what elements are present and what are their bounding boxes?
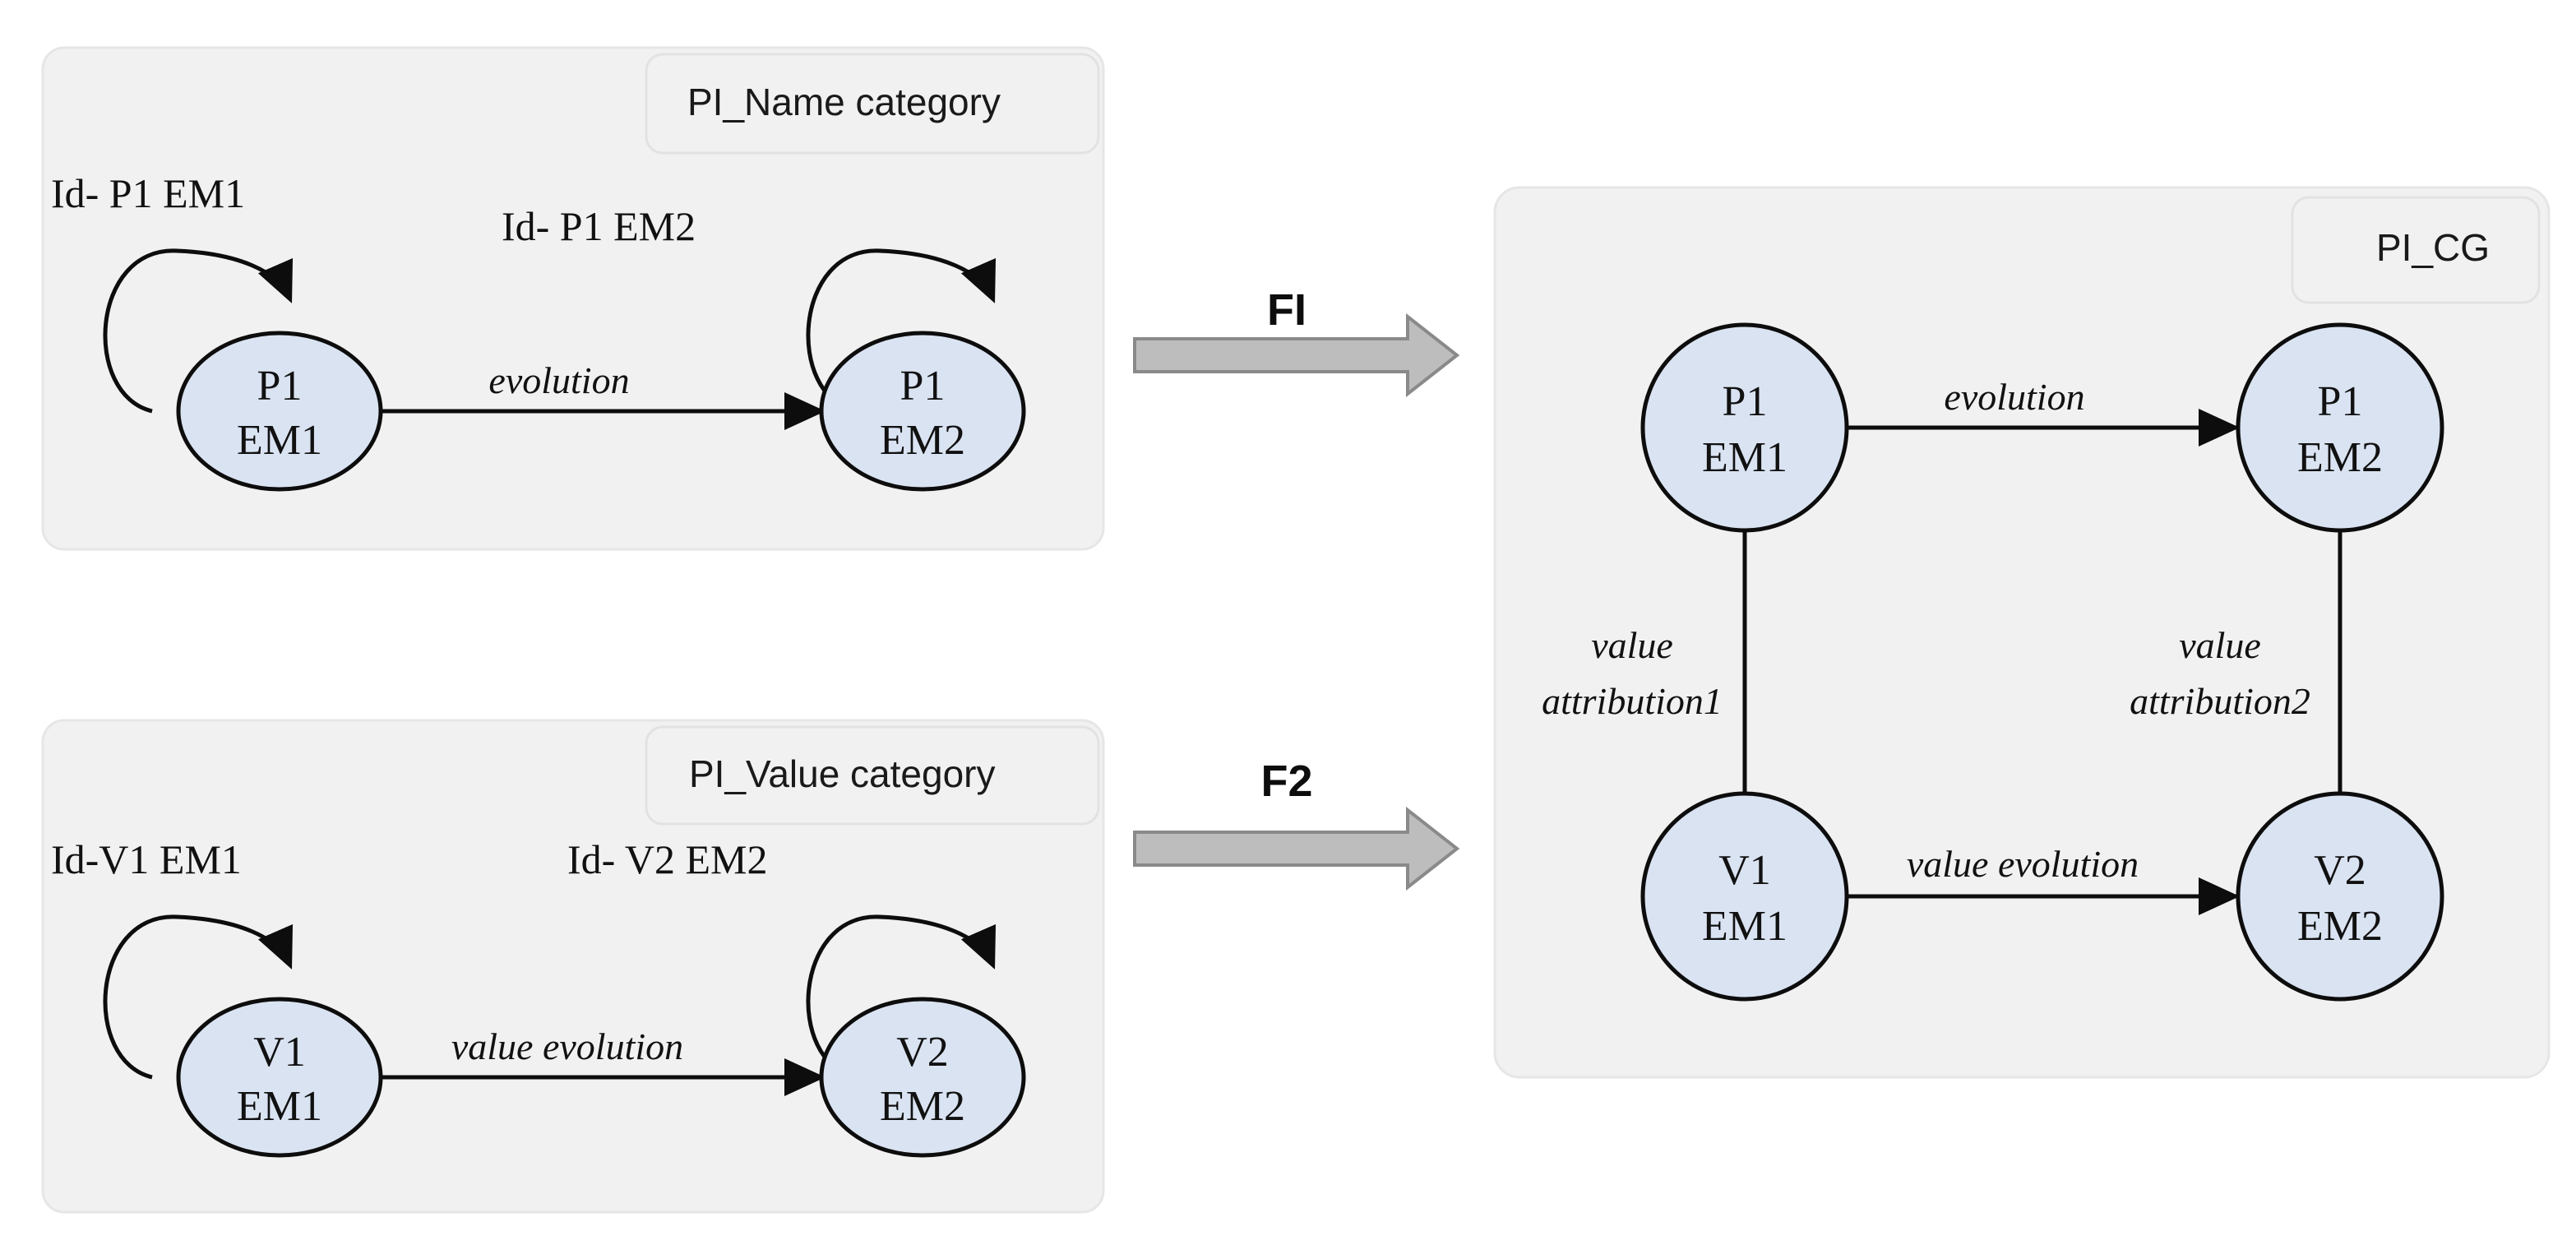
panel-name-category: PI_Name category Id- P1 EM1 Id- P1 EM2 e… <box>41 46 1105 551</box>
node-v1-em1-shape[interactable] <box>176 997 383 1158</box>
node-cg-v2-em2-shape[interactable] <box>2236 791 2444 1002</box>
edge-label-cg-value-attribution2-line1: value <box>2179 624 2261 666</box>
panel-cg-tag: PI_CG <box>2291 196 2541 304</box>
node-cg-v1-em1-line2: EM1 <box>1702 903 1787 950</box>
node-cg-p1-em2-line2: EM2 <box>2297 434 2383 481</box>
panel-value-category-tag-label: PI_Value category <box>689 752 996 795</box>
node-v2-em2[interactable]: V2 EM2 <box>819 997 1026 1158</box>
node-p1-em1[interactable]: P1 EM1 <box>176 331 383 492</box>
self-loop-v1-em1 <box>103 914 293 1080</box>
node-p1-em2[interactable]: P1 EM2 <box>819 331 1026 492</box>
panel-name-category-tag-background <box>645 53 1100 155</box>
loop-label-id-p1-em2: Id- P1 EM2 <box>502 203 696 249</box>
node-v1-em1-line1: V1 <box>253 1029 306 1076</box>
edge-label-evolution: evolution <box>488 359 629 401</box>
node-cg-p1-em2-shape[interactable] <box>2236 322 2444 533</box>
node-cg-v2-em2[interactable]: V2 EM2 <box>2236 791 2444 1002</box>
loop-label-id-p1-em1: Id- P1 EM1 <box>51 170 245 216</box>
node-cg-v1-em1-shape[interactable] <box>1640 791 1849 1002</box>
edge-label-cg-value-attribution2-line2: attribution2 <box>2130 680 2310 722</box>
functor-f1-arrow-icon <box>1133 312 1460 398</box>
node-p1-em1-line1: P1 <box>257 363 303 410</box>
edge-label-cg-value-evolution: value evolution <box>1907 843 2139 885</box>
functor-f1-label: FI <box>1267 285 1306 335</box>
panel-cg-tag-label: PI_CG <box>2376 226 2490 269</box>
node-cg-p1-em1[interactable]: P1 EM1 <box>1640 322 1849 533</box>
edge-label-cg-value-attribution1-line2: attribution1 <box>1542 680 1723 722</box>
functor-f2: F2 <box>1133 757 1460 891</box>
panel-name-category-tag-label: PI_Name category <box>687 81 1001 123</box>
functor-f2-arrow-icon <box>1133 806 1460 891</box>
node-p1-em2-shape[interactable] <box>819 331 1026 492</box>
node-p1-em2-line2: EM2 <box>880 417 965 464</box>
node-cg-p1-em1-shape[interactable] <box>1640 322 1849 533</box>
self-loop-p1-em1 <box>103 248 293 414</box>
self-loop-p1-em2 <box>806 248 996 414</box>
panel-cg: PI_CG evolution value attribution1 value… <box>1493 186 2551 1079</box>
node-cg-v1-em1-line1: V1 <box>1718 847 1771 894</box>
node-v1-em1[interactable]: V1 EM1 <box>176 997 383 1158</box>
panel-value-category-tag: PI_Value category <box>645 725 1100 826</box>
functor-f2-label: F2 <box>1260 757 1312 806</box>
self-loop-v2-em2 <box>806 914 996 1080</box>
node-p1-em2-line1: P1 <box>900 363 946 410</box>
panel-value-category: PI_Value category Id-V1 EM1 Id- V2 EM2 v… <box>41 719 1105 1214</box>
node-cg-p1-em2[interactable]: P1 EM2 <box>2236 322 2444 533</box>
node-v2-em2-line1: V2 <box>896 1029 949 1076</box>
functor-f1: FI <box>1133 285 1460 398</box>
panel-name-category-tag: PI_Name category <box>645 53 1100 155</box>
loop-label-id-v1-em1: Id-V1 EM1 <box>51 836 242 882</box>
node-p1-em1-shape[interactable] <box>176 331 383 492</box>
node-cg-v1-em1[interactable]: V1 EM1 <box>1640 791 1849 1002</box>
node-v2-em2-shape[interactable] <box>819 997 1026 1158</box>
node-cg-p1-em2-line1: P1 <box>2318 378 2363 425</box>
panel-cg-tag-background <box>2291 196 2541 304</box>
node-cg-v2-em2-line2: EM2 <box>2297 903 2383 950</box>
edge-label-cg-value-attribution1-line1: value <box>1591 624 1673 666</box>
edge-label-value-evolution: value evolution <box>451 1025 683 1067</box>
edge-label-cg-evolution: evolution <box>1944 376 2084 418</box>
node-v1-em1-line2: EM1 <box>237 1083 322 1130</box>
node-cg-p1-em1-line1: P1 <box>1723 378 1768 425</box>
loop-label-id-v2-em2: Id- V2 EM2 <box>567 836 768 882</box>
node-v2-em2-line2: EM2 <box>880 1083 965 1130</box>
node-p1-em1-line2: EM1 <box>237 417 322 464</box>
node-cg-p1-em1-line2: EM1 <box>1702 434 1787 481</box>
node-cg-v2-em2-line1: V2 <box>2314 847 2366 894</box>
panel-value-category-tag-background <box>645 725 1100 826</box>
